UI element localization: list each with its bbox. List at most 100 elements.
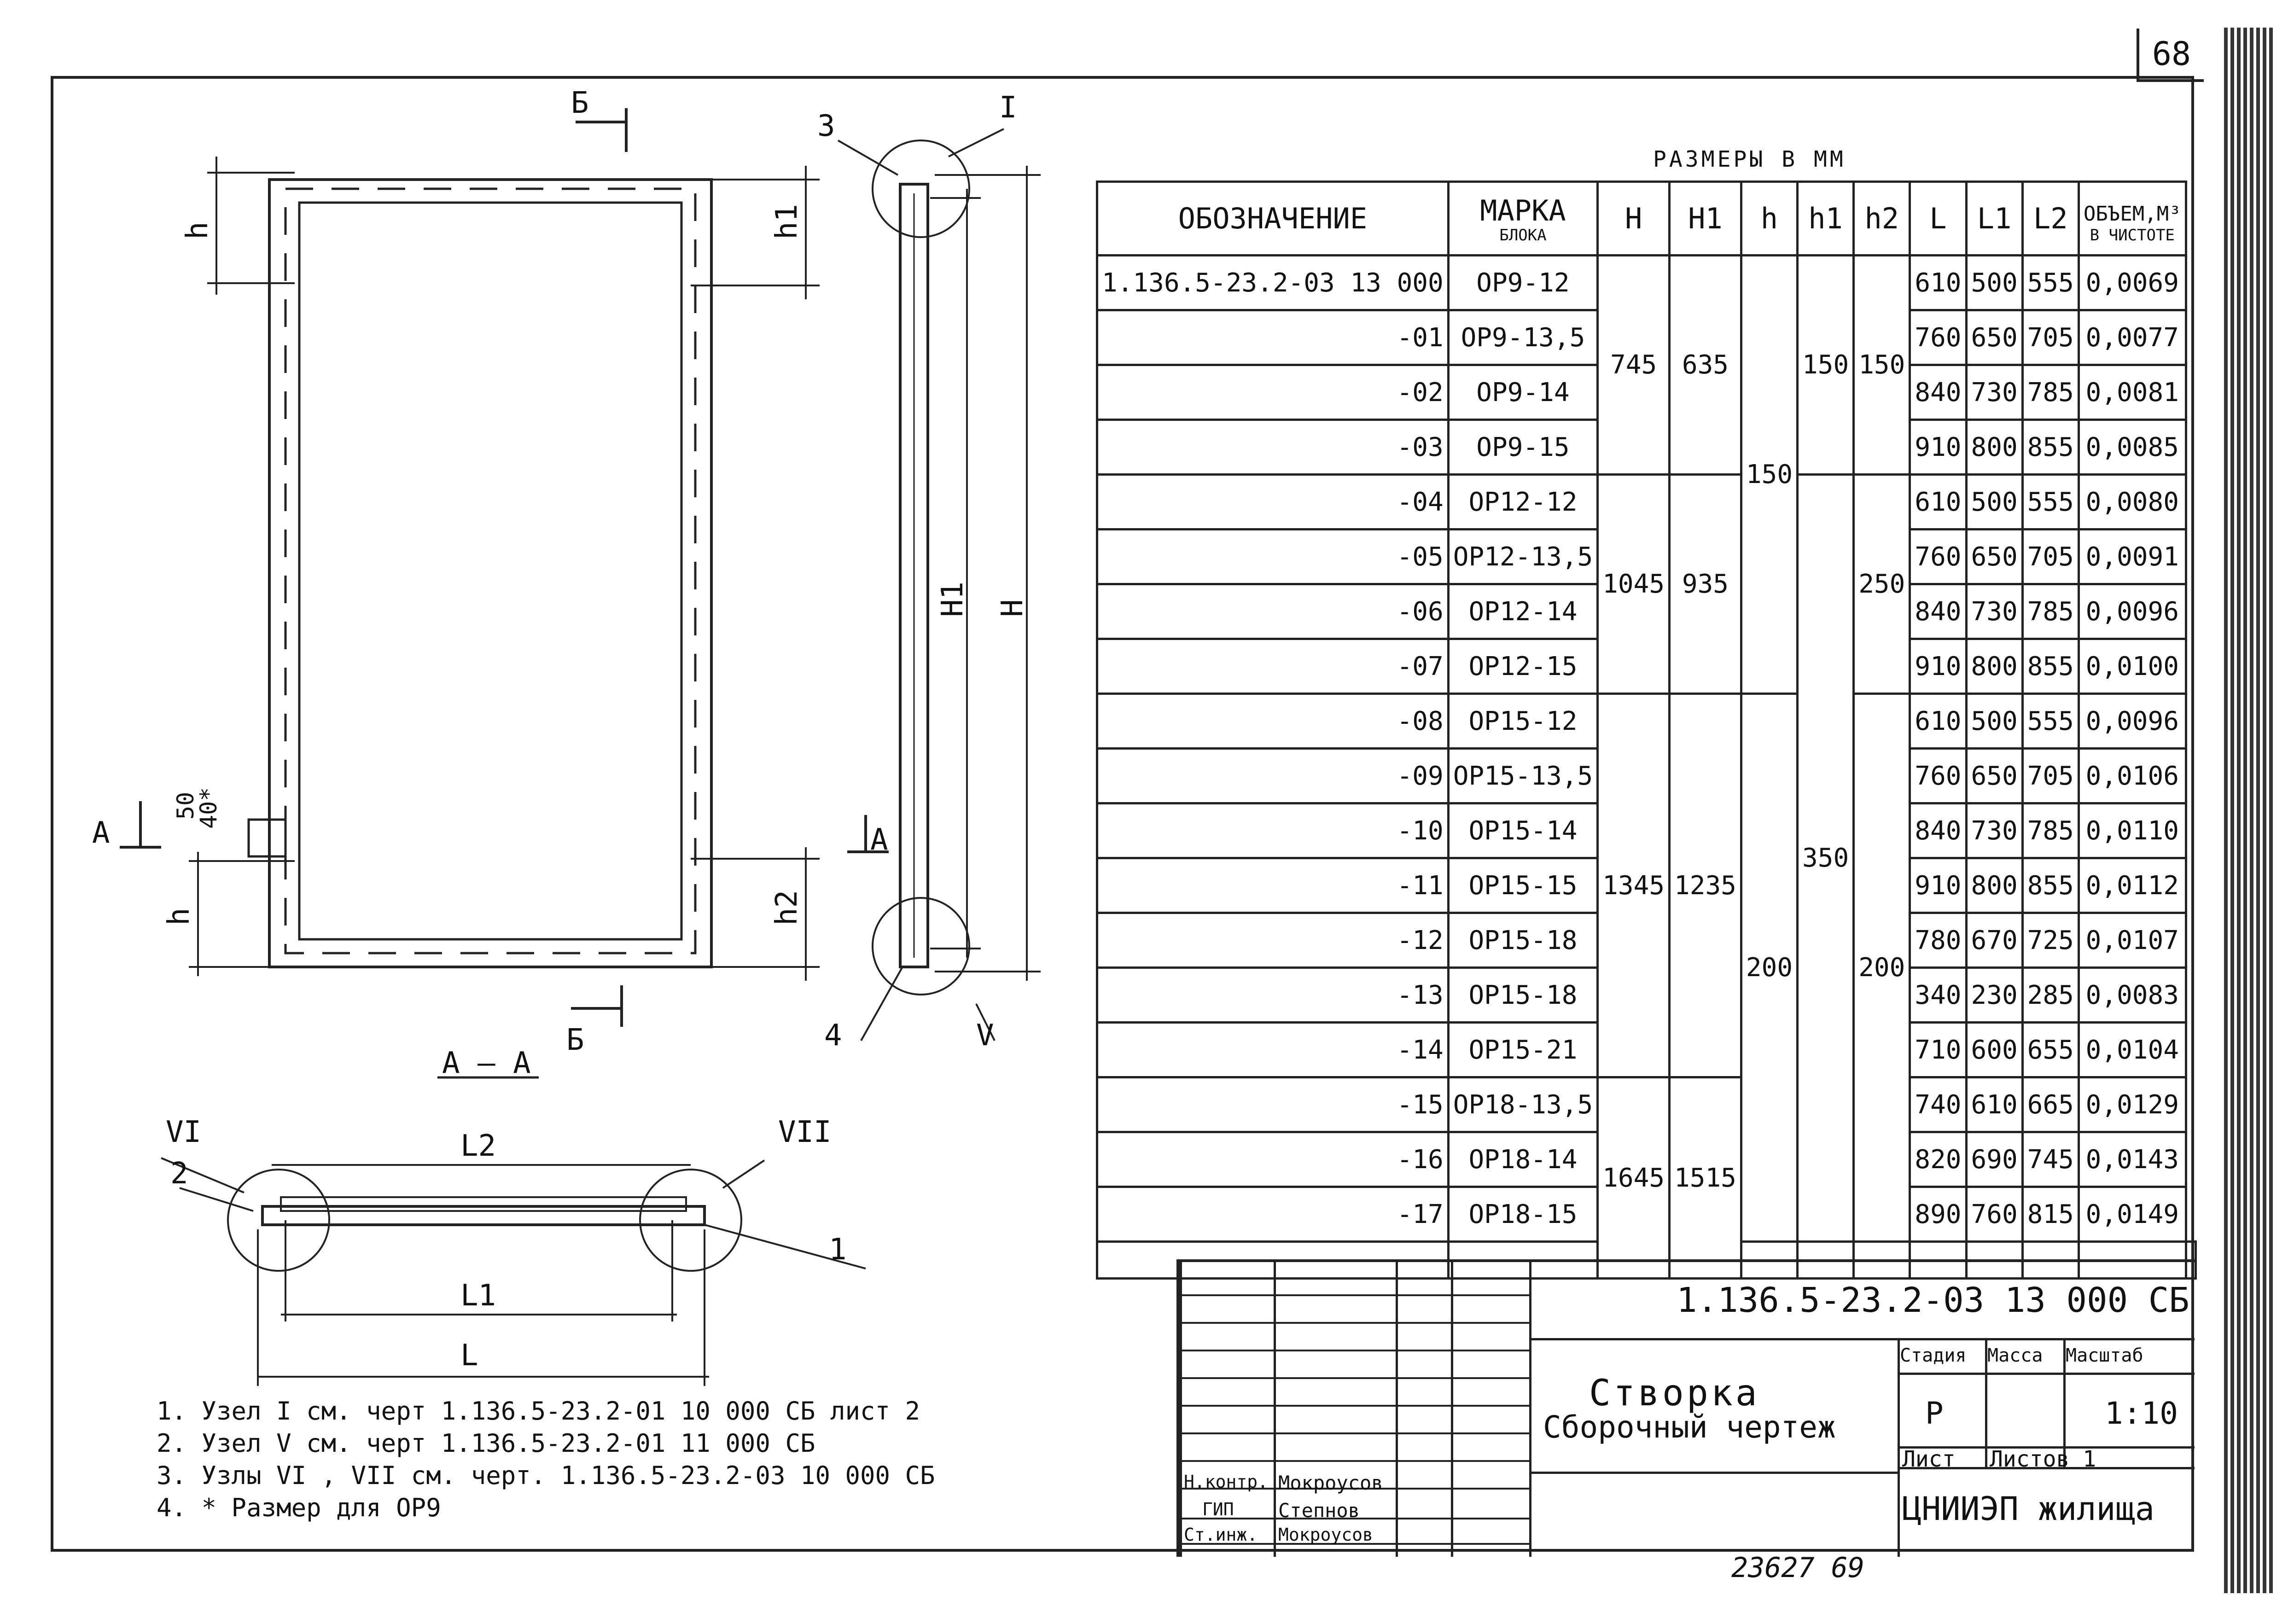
table-cell: 610 [1909, 693, 1968, 750]
table-cell: 785 [2021, 802, 2080, 859]
table-cell: 0,0096 [2077, 693, 2187, 750]
note-3: 3. Узлы VI , VII см. черт. 1.136.5-23.2-… [157, 1461, 935, 1490]
header-h2: h2 [1852, 180, 1911, 256]
table-cell: -17 [1096, 1186, 1450, 1243]
table-cell: 730 [1965, 802, 2024, 859]
section-a-right-label: А [870, 823, 888, 857]
table-cell: 855 [2021, 638, 2080, 695]
table-cell: 1345 [1596, 693, 1671, 1078]
table-cell: -15 [1096, 1076, 1450, 1133]
table-cell: ОР9-13,5 [1447, 309, 1599, 366]
table-cell: 855 [2021, 857, 2080, 914]
node-3-label: 3 [817, 109, 835, 143]
table-cell: 1645 [1596, 1076, 1671, 1280]
sheet-label: Лист [1902, 1446, 1956, 1472]
table-cell: 1.136.5-23.2-03 13 000 [1096, 254, 1450, 311]
assembly-drawings: Б Б А А h h1 h h2 50 40* H1 H 3 I 4 V А … [92, 86, 1041, 1386]
table-cell: -13 [1096, 966, 1450, 1024]
title-block: 1.136.5-23.2-03 13 000 СБ Створка Сбороч… [1176, 1259, 2195, 1557]
header-h: h [1740, 180, 1799, 256]
front-view-hidden-edge [284, 187, 697, 955]
table-cell: 705 [2021, 747, 2080, 804]
node-vi-label: VI [166, 1115, 201, 1149]
table-cell: 760 [1909, 309, 1968, 366]
table-cell: 840 [1909, 583, 1968, 640]
table-cell: 0,0110 [2077, 802, 2187, 859]
node-1-label: 1 [829, 1233, 847, 1267]
table-cell: -11 [1096, 857, 1450, 914]
table-cell: 600 [1965, 1021, 2024, 1078]
section-b-top-label: Б [571, 86, 589, 120]
front-view-inner [298, 201, 683, 941]
table-cell: 650 [1965, 309, 2024, 366]
table-cell: ОР15-14 [1447, 802, 1599, 859]
table-cell: -04 [1096, 473, 1450, 530]
table-cell: 650 [1965, 747, 2024, 804]
table-cell: 690 [1965, 1131, 2024, 1188]
table-cell: 1515 [1668, 1076, 1742, 1280]
table-cell: 150 [1796, 254, 1855, 476]
notes: 1. Узел I см. черт 1.136.5-23.2-01 10 00… [157, 1395, 935, 1524]
table-cell: 0,0069 [2077, 254, 2187, 311]
table-cell: 910 [1909, 638, 1968, 695]
table-cell: -16 [1096, 1131, 1450, 1188]
note-2: 2. Узел V см. черт 1.136.5-23.2-01 11 00… [157, 1429, 815, 1458]
scan-edge-strip [2224, 28, 2275, 1593]
scale-label: Масштаб [2066, 1345, 2143, 1366]
section-a-left-label: А [92, 816, 110, 850]
table-cell: 0,0077 [2077, 309, 2187, 366]
table-cell: 740 [1909, 1076, 1968, 1133]
table-cell: ОР12-12 [1447, 473, 1599, 530]
table-cell: ОР18-14 [1447, 1131, 1599, 1188]
table-cell: 150 [1740, 254, 1799, 695]
drawing-frame [51, 76, 2194, 1552]
table-cell: ОР15-12 [1447, 693, 1599, 750]
node-i-label: I [999, 91, 1017, 125]
table-cell: 820 [1909, 1131, 1968, 1188]
table-cell: 555 [2021, 254, 2080, 311]
table-cell: 200 [1740, 693, 1799, 1243]
node-v-label: V [976, 1019, 994, 1053]
node-4-label: 4 [824, 1019, 842, 1053]
table-cell: 815 [2021, 1186, 2080, 1243]
mass-label: Масса [1987, 1345, 2043, 1366]
header-H1: H1 [1668, 180, 1742, 256]
name-1: Мокроусов [1278, 1472, 1383, 1494]
node-2-label: 2 [170, 1157, 188, 1191]
table-cell: 635 [1668, 254, 1742, 476]
node-v-circle [872, 897, 970, 995]
units-title: РАЗМЕРЫ В ММ [1653, 146, 1846, 172]
table-cell: 710 [1909, 1021, 1968, 1078]
table-cell: 500 [1965, 693, 2024, 750]
dim-H1: H1 [936, 582, 970, 617]
table-cell: 890 [1909, 1186, 1968, 1243]
stage-label: Стадия [1900, 1345, 1967, 1366]
note-4: 4. * Размер для ОР9 [157, 1493, 441, 1522]
table-cell: ОР18-13,5 [1447, 1076, 1599, 1133]
table-cell: 0,0091 [2077, 528, 2187, 585]
table-cell: 0,0143 [2077, 1131, 2187, 1188]
table-cell: -06 [1096, 583, 1450, 640]
table-cell: 150 [1852, 254, 1911, 476]
header-L1: L1 [1965, 180, 2024, 256]
table-cell: 665 [2021, 1076, 2080, 1133]
section-aa-title: А – А [442, 1046, 531, 1080]
name-2: Степнов [1278, 1499, 1360, 1522]
table-cell: 250 [1852, 473, 1911, 695]
table-cell: ОР15-18 [1447, 966, 1599, 1024]
table-cell: 840 [1909, 802, 1968, 859]
